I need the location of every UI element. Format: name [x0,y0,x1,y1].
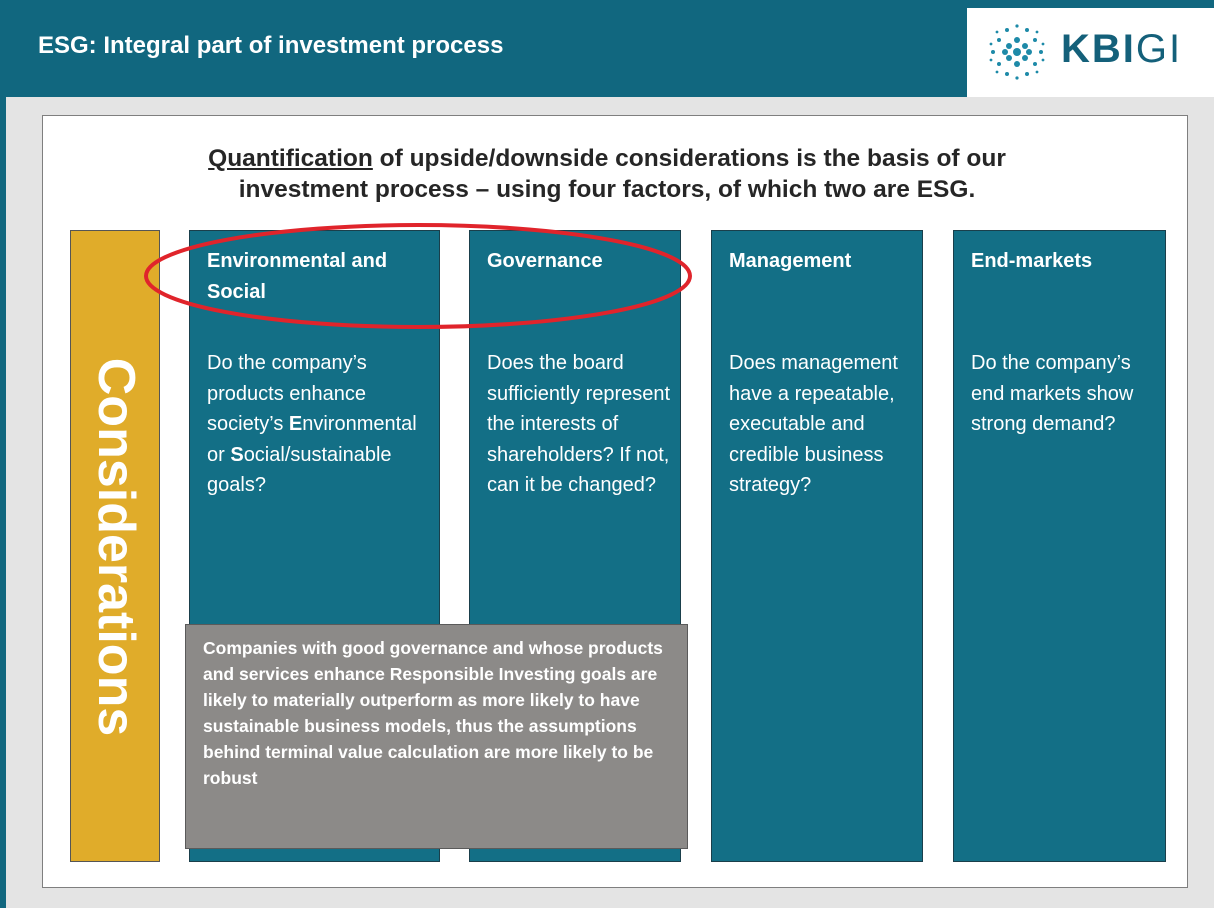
logo-dots-icon [989,24,1045,80]
column-title: Environmental and Social [207,250,388,303]
left-accent-strip [0,97,6,908]
slide-title: ESG: Integral part of investment process [38,32,504,59]
considerations-bar: Considerations [70,230,160,862]
column-body: Do the company’s products enhance societ… [207,352,417,496]
logo-wordmark: KBIGI [1061,27,1183,71]
column-body: Does the board sufficiently represent th… [487,352,671,496]
column-title: Management [729,250,852,272]
column-body: Does management have a repeatable, execu… [729,352,898,496]
column-management: Management Does management have a repeat… [711,230,923,862]
headline-line2: investment process – using four factors,… [238,176,976,203]
column-title: End-markets [971,250,1093,272]
headline-line1: of upside/downside considerations is the… [372,145,1006,172]
headline: Quantification of upside/downside consid… [0,143,1214,205]
column-body: Do the company’s end markets show strong… [971,352,1134,435]
summary-box: Companies with good governance and whose… [185,624,688,849]
column-end-markets: End-markets Do the company’s end markets… [953,230,1166,862]
considerations-label: Considerations [87,357,145,737]
header-bar: ESG: Integral part of investment process [0,0,1214,97]
kbigi-logo: KBIGI [967,8,1214,97]
headline-underlined: Quantification [208,145,373,172]
column-title: Governance [487,250,603,272]
